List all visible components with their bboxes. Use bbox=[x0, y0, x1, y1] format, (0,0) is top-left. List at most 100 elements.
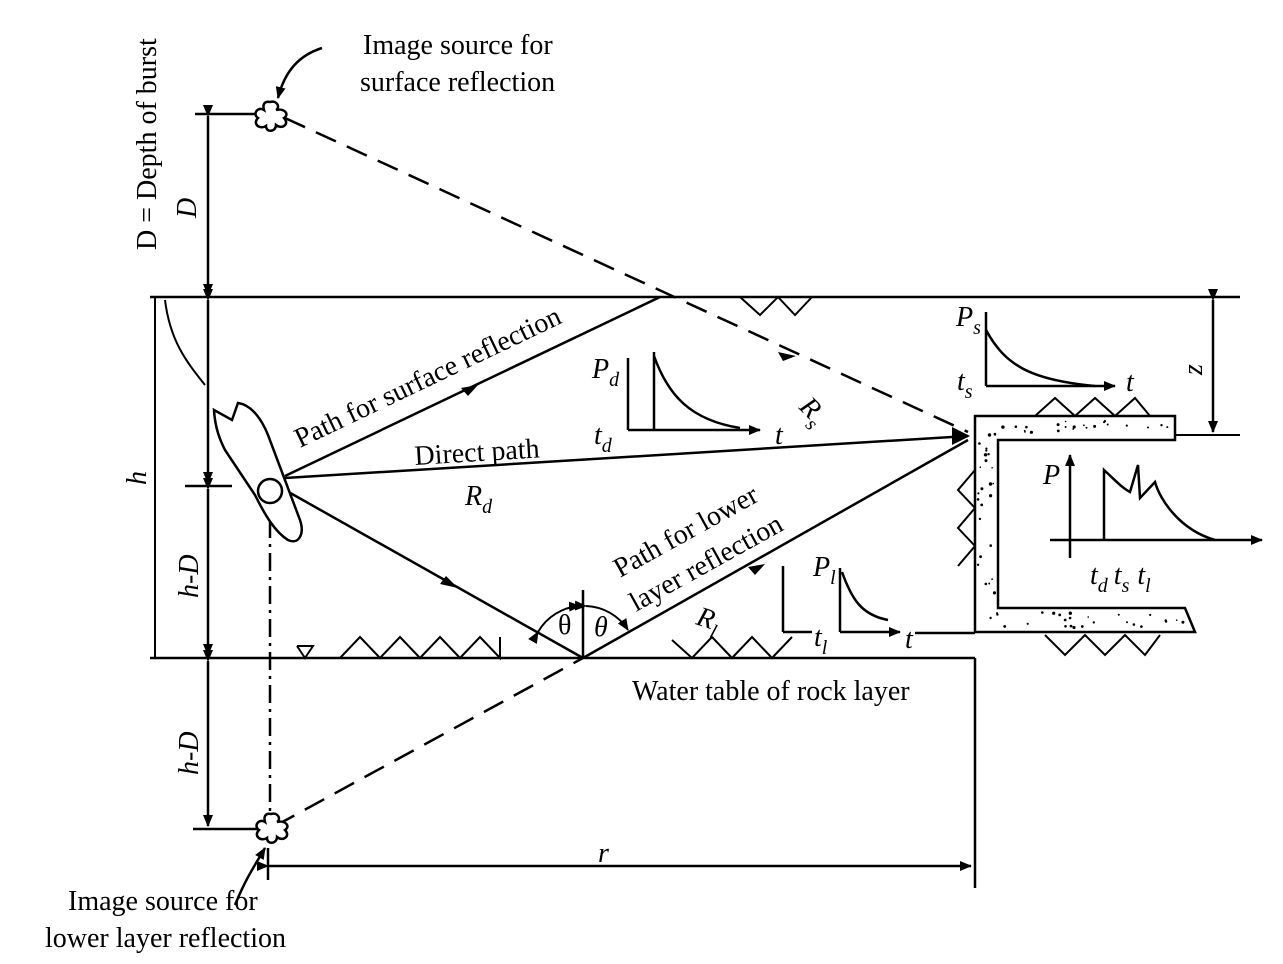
dim-r-label: r bbox=[598, 838, 609, 869]
concrete-speckle bbox=[980, 503, 984, 507]
lower-reflection-path-out bbox=[582, 438, 969, 660]
Rd-symbol: Rd bbox=[464, 481, 493, 518]
concrete-speckle bbox=[1093, 424, 1097, 428]
concrete-speckle bbox=[1085, 426, 1088, 429]
tl-symbol: tl bbox=[814, 622, 828, 659]
image-source-surface-label-1: Image source for bbox=[363, 30, 553, 61]
t-axis-direct-label: t bbox=[775, 420, 784, 451]
dim-z-label: z bbox=[1178, 364, 1209, 376]
theta-right-label: θ bbox=[594, 612, 608, 643]
dim-D-label: D bbox=[172, 198, 203, 219]
direct-path bbox=[284, 434, 969, 480]
pulse-graph-surface bbox=[984, 312, 1116, 391]
path-direction-arrows bbox=[440, 352, 970, 588]
concrete-speckle bbox=[994, 433, 997, 436]
concrete-speckle bbox=[1064, 426, 1067, 428]
concrete-speckle bbox=[996, 613, 999, 616]
concrete-speckle bbox=[988, 582, 991, 585]
concrete-speckle bbox=[977, 492, 980, 495]
concrete-speckle bbox=[1125, 424, 1128, 427]
concrete-speckle bbox=[988, 482, 993, 486]
bomb-icon bbox=[212, 401, 303, 543]
dim-h-label: h bbox=[122, 471, 153, 485]
pulse-graph-combined bbox=[1050, 454, 1263, 558]
concrete-speckle bbox=[992, 482, 994, 485]
concrete-speckle bbox=[984, 459, 988, 463]
concrete-speckle bbox=[1025, 425, 1028, 429]
Rl-symbol: Rl bbox=[690, 601, 724, 644]
concrete-speckle bbox=[978, 442, 981, 445]
image-source-surface-label-2: surface reflection bbox=[360, 67, 555, 98]
dimension-lines bbox=[154, 105, 1218, 888]
image-source-lower-label-2: lower layer reflection bbox=[45, 923, 286, 954]
concrete-speckle bbox=[1147, 426, 1149, 429]
concrete-speckle bbox=[1041, 611, 1044, 614]
concrete-speckle bbox=[1164, 620, 1168, 623]
Pl-symbol: Pl bbox=[812, 552, 836, 589]
concrete-speckle bbox=[1064, 420, 1067, 423]
concrete-speckle bbox=[1083, 424, 1085, 427]
concrete-speckle bbox=[1149, 613, 1152, 617]
concrete-speckle bbox=[991, 467, 993, 469]
concrete-speckle bbox=[979, 466, 982, 469]
t-axis-surface-label: t bbox=[1126, 367, 1135, 398]
image-source-lower-label-1: Image source for bbox=[68, 886, 258, 917]
concrete-speckle bbox=[1058, 613, 1062, 617]
depth-pointer-curve bbox=[164, 299, 206, 386]
Pd-symbol: Pd bbox=[591, 354, 620, 391]
t-axis-lower-label: t bbox=[905, 624, 914, 655]
buried-structure bbox=[973, 414, 1197, 634]
dim-h-minus-D-upper-label: h-D bbox=[174, 554, 205, 598]
concrete-speckles bbox=[976, 420, 1185, 630]
concrete-speckle bbox=[1001, 425, 1005, 429]
water-table-label: Water table of rock layer bbox=[632, 676, 910, 707]
direct-path-label: Direct path bbox=[414, 433, 541, 472]
concrete-speckle bbox=[1117, 613, 1120, 616]
concrete-speckle bbox=[989, 494, 993, 498]
concrete-speckle bbox=[989, 544, 992, 547]
concrete-speckle bbox=[1072, 625, 1076, 630]
concrete-speckle bbox=[1063, 618, 1067, 622]
concrete-speckle bbox=[976, 498, 980, 501]
concrete-speckle bbox=[1106, 423, 1109, 426]
concrete-speckle bbox=[989, 616, 992, 620]
concrete-speckle bbox=[1026, 622, 1029, 625]
concrete-speckle bbox=[991, 578, 993, 580]
concrete-speckle bbox=[1052, 611, 1056, 615]
concrete-speckle bbox=[978, 517, 982, 521]
image-source-surface-dashed bbox=[284, 116, 969, 434]
concrete-speckle bbox=[987, 433, 992, 437]
image-source-surface-icon bbox=[254, 100, 288, 132]
concrete-speckle bbox=[1014, 425, 1018, 429]
image-source-lower-dashed bbox=[274, 656, 584, 828]
concrete-speckle bbox=[1056, 429, 1060, 433]
concrete-speckle bbox=[980, 487, 984, 491]
concrete-speckle bbox=[1166, 426, 1169, 429]
Ps-symbol: Ps bbox=[955, 302, 981, 339]
concrete-speckle bbox=[1160, 424, 1163, 427]
angle-arcs bbox=[528, 600, 629, 645]
concrete-speckle bbox=[984, 582, 988, 586]
concrete-speckle bbox=[1072, 425, 1076, 429]
concrete-speckle bbox=[1069, 624, 1073, 628]
concrete-speckle bbox=[985, 447, 988, 450]
P-combined-symbol: P bbox=[1042, 460, 1060, 491]
pulse-graph-direct bbox=[626, 352, 761, 435]
soil-hatching bbox=[296, 295, 1161, 661]
theta-left-label: θ bbox=[558, 610, 571, 641]
ts-symbol: ts bbox=[957, 366, 973, 403]
Rs-symbol: Rs bbox=[788, 390, 833, 435]
dim-h-minus-D-lower-label: h-D bbox=[174, 731, 205, 775]
callout-arrows bbox=[233, 46, 323, 906]
concrete-speckle bbox=[1182, 621, 1184, 624]
pulse-graph-lower bbox=[781, 566, 975, 637]
concrete-speckle bbox=[1087, 616, 1089, 618]
concrete-speckle bbox=[992, 591, 997, 595]
concrete-speckle bbox=[1024, 431, 1026, 433]
concrete-speckle bbox=[1126, 621, 1128, 624]
td-symbol: td bbox=[594, 420, 613, 457]
concrete-speckle bbox=[979, 555, 982, 559]
surface-path-label: Path for surface reflection bbox=[290, 301, 566, 454]
